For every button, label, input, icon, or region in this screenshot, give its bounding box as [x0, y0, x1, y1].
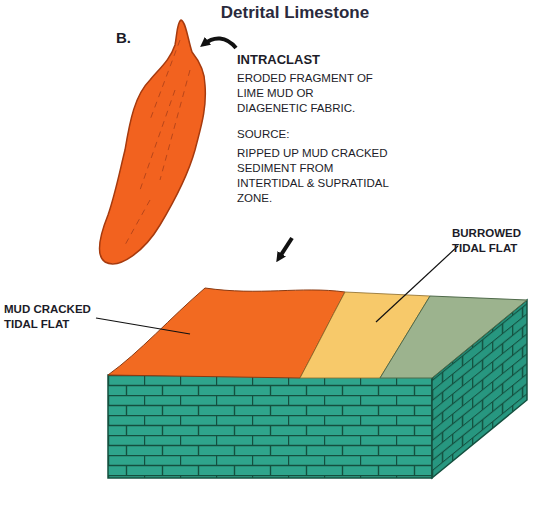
callout-letter: B.	[116, 28, 156, 48]
block-front	[108, 375, 432, 478]
term-heading: INTRACLAST	[237, 52, 437, 69]
pointer-arrow	[204, 38, 236, 48]
intraclast-shape	[99, 20, 205, 264]
leader-line	[96, 318, 190, 334]
source-description: RIPPED UP MUD CRACKED SEDIMENT FROM INTE…	[237, 146, 399, 206]
source-heading: SOURCE:	[237, 127, 357, 142]
diagram-title: Detrital Limestone	[200, 2, 390, 24]
fabric-lines	[125, 40, 190, 245]
leader-line	[376, 246, 458, 322]
term-definition: ERODED FRAGMENT OF LIME MUD OR DIAGENETI…	[237, 71, 382, 116]
zone-label: BURROWED TIDAL FLAT	[452, 226, 547, 256]
source-arrow	[279, 238, 292, 258]
subtidal-flat	[380, 296, 527, 378]
zone-label: MUD CRACKED TIDAL FLAT	[4, 302, 99, 332]
